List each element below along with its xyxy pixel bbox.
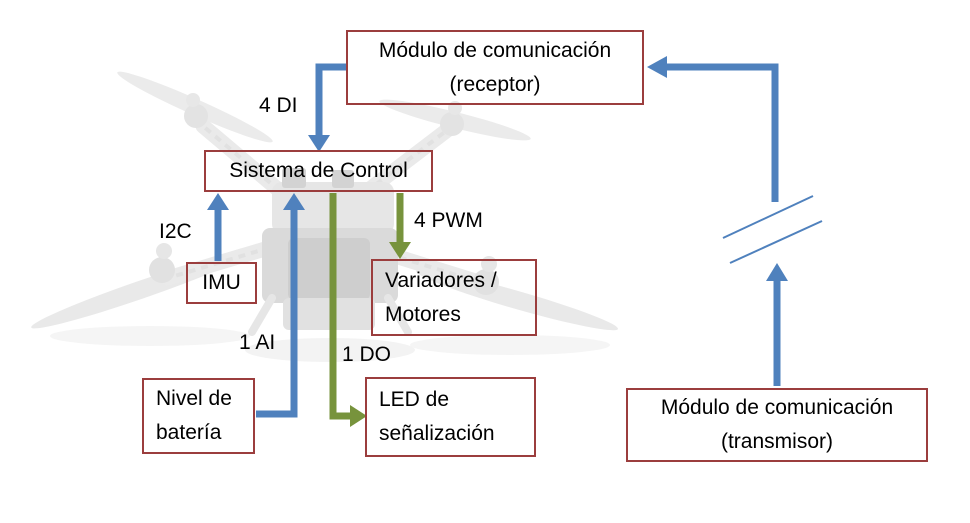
label-i2c: I2C xyxy=(159,220,192,243)
box-signal-led: LED de señalización xyxy=(365,377,536,457)
arrow-receiver-to-control xyxy=(308,63,346,152)
box-line: señalización xyxy=(379,422,495,445)
box-line: Módulo de comunicación xyxy=(378,38,612,62)
box-escs-motors: Variadores / Motores xyxy=(371,259,537,336)
box-line: IMU xyxy=(202,271,241,294)
arrow-battery-to-control xyxy=(256,193,305,418)
box-communication-transmitter: Módulo de comunicación (transmisor) xyxy=(626,388,928,462)
box-line: Módulo de comunicación xyxy=(660,396,894,419)
box-line: Sistema de Control xyxy=(229,159,408,182)
box-line: Variadores / xyxy=(385,268,497,292)
box-battery-level: Nivel de batería xyxy=(142,378,255,454)
box-imu: IMU xyxy=(186,262,257,304)
label-4pwm: 4 PWM xyxy=(414,209,483,232)
box-line: LED de xyxy=(379,388,450,411)
arrow-control-to-led xyxy=(329,193,367,427)
box-line: Motores xyxy=(385,302,461,326)
box-line: (transmisor) xyxy=(720,430,833,453)
box-control-system: Sistema de Control xyxy=(204,150,433,192)
arrow-imu-to-control xyxy=(207,193,229,261)
box-communication-receiver: Módulo de comunicación (receptor) xyxy=(346,30,644,105)
label-1do: 1 DO xyxy=(342,343,392,366)
label-4di: 4 DI xyxy=(259,94,298,117)
box-line: Nivel de xyxy=(156,387,232,410)
arrow-control-to-motors xyxy=(389,193,411,259)
box-line: (receptor) xyxy=(449,72,541,96)
wireless-break-icon xyxy=(722,195,823,264)
label-1ai: 1 AI xyxy=(239,331,276,354)
arrow-transmitter-up xyxy=(766,263,788,386)
box-line: batería xyxy=(156,421,222,444)
arrow-wireless-to-receiver xyxy=(647,56,779,202)
